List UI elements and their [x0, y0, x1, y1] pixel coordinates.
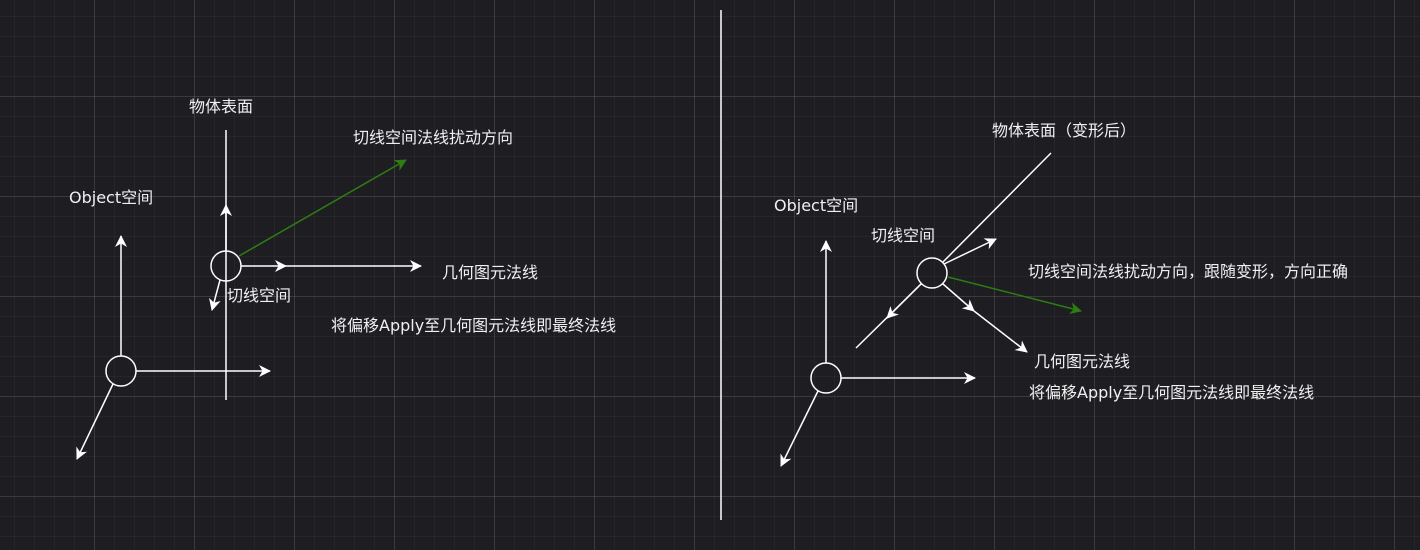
right-tangent-origin: [916, 257, 948, 289]
left-surface-label: 物体表面: [189, 97, 254, 116]
right-tangent-right-axis: [942, 283, 975, 312]
right-geometry-normal: [973, 310, 1028, 353]
right-tangent-space-label: 切线空间: [871, 226, 936, 245]
right-apply-label: 将偏移Apply至几何图元法线即最终法线: [1029, 383, 1315, 402]
left-geometry-normal-label: 几何图元法线: [442, 263, 539, 282]
right-object-z-axis: [780, 390, 819, 467]
right-tangent-depth-axis: [886, 283, 922, 319]
left-perturbation-vector: [238, 159, 407, 257]
left-tangent-space-label: 切线空间: [227, 286, 292, 305]
right-surface-label: 物体表面（变形后）: [992, 121, 1137, 140]
left-object-z-axis: [76, 383, 114, 460]
left-object-space-label: Object空间: [69, 188, 154, 207]
right-object-space-label: Object空间: [774, 196, 859, 215]
right-tangent-up-axis: [943, 238, 997, 265]
right-panel-graphics: [780, 152, 1082, 467]
right-geometry-normal-label: 几何图元法线: [1034, 352, 1131, 371]
right-object-origin: [810, 362, 842, 394]
left-tangent-origin: [210, 250, 242, 282]
right-perturbation-vector: [947, 276, 1082, 315]
right-surface-line-upper: [942, 152, 1052, 263]
left-panel-graphics: [76, 130, 422, 460]
left-apply-label: 将偏移Apply至几何图元法线即最终法线: [331, 316, 617, 335]
right-perturbation-label: 切线空间法线扰动方向，跟随变形，方向正确: [1028, 262, 1349, 281]
left-object-origin: [105, 355, 137, 387]
left-tangent-depth-axis: [209, 279, 221, 311]
left-perturbation-label: 切线空间法线扰动方向: [353, 128, 514, 147]
